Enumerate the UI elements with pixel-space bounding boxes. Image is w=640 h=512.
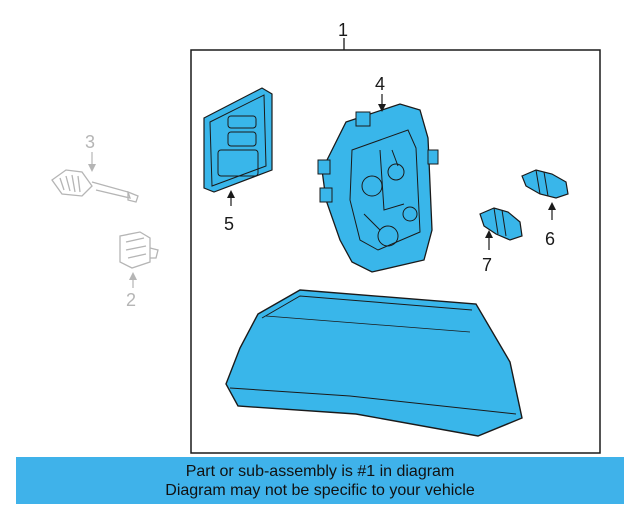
part-6-bulb[interactable]	[521, 169, 569, 199]
callout-5[interactable]: 5	[224, 214, 234, 234]
assembly-box	[190, 49, 601, 454]
callout-7-arrow	[485, 230, 493, 238]
part-3-socket[interactable]	[51, 169, 139, 203]
part-5-gasket[interactable]	[203, 87, 273, 193]
callout-3[interactable]: 3	[85, 132, 95, 152]
callout-6-arrow	[548, 202, 556, 210]
callout-4[interactable]: 4	[375, 74, 385, 94]
info-banner: Part or sub-assembly is #1 in diagram Di…	[16, 457, 624, 504]
part-2-clip[interactable]	[119, 231, 159, 269]
banner-line-2: Diagram may not be specific to your vehi…	[165, 481, 475, 499]
part-7-bulb[interactable]	[479, 207, 523, 241]
callout-3-arrow	[88, 164, 96, 172]
callout-1[interactable]: 1	[338, 20, 348, 40]
banner-line-1: Part or sub-assembly is #1 in diagram	[185, 462, 455, 480]
callout-7[interactable]: 7	[482, 255, 492, 275]
callout-2-arrow	[129, 272, 137, 280]
tail-lamp-lens[interactable]	[225, 289, 523, 437]
part-4-socket-housing[interactable]	[317, 103, 439, 273]
callout-5-arrow	[227, 190, 235, 198]
callout-6[interactable]: 6	[545, 229, 555, 249]
callout-4-arrow	[378, 104, 386, 112]
callout-2[interactable]: 2	[126, 290, 136, 310]
